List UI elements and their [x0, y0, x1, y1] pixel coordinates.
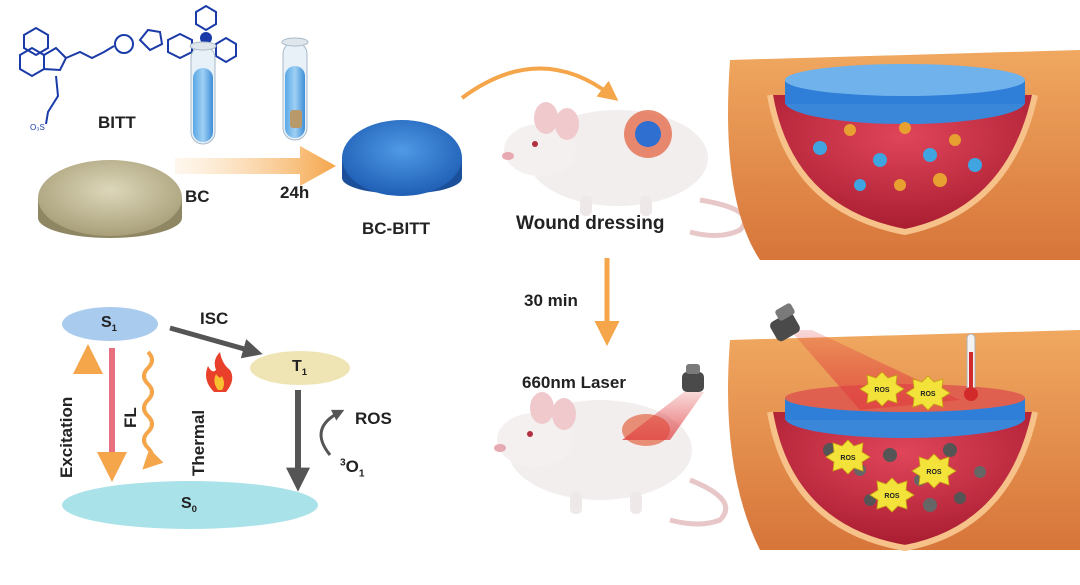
- ros-burst-icon: ROS: [825, 439, 871, 475]
- laser-label: 660nm Laser: [522, 373, 626, 392]
- t1-level: [250, 351, 350, 385]
- s1-level: [62, 307, 158, 341]
- oxygen-label: 3O1: [340, 457, 365, 480]
- svg-text:ROS: ROS: [874, 387, 890, 394]
- ros-burst-icon: ROS: [905, 375, 951, 411]
- bc-bitt-disc: [342, 120, 462, 196]
- svg-text:ROS: ROS: [926, 469, 942, 476]
- mouse-icon: [502, 102, 748, 238]
- svg-text:ROS: ROS: [840, 455, 856, 462]
- ros-burst-icon: ROS: [911, 453, 957, 489]
- bc-disc: [38, 160, 182, 238]
- thermal-wave-arrow: [142, 350, 164, 470]
- svg-text:ROS: ROS: [884, 493, 900, 500]
- laser-icon: [622, 364, 704, 440]
- synthesis-arrow: [175, 146, 336, 186]
- ros-burst-icon: ROS: [859, 371, 905, 407]
- flame-icon: [206, 352, 233, 392]
- test-tube-icon: [189, 41, 217, 145]
- svg-text:O₃S: O₃S: [30, 123, 45, 132]
- s0-level: [62, 481, 318, 529]
- s0-label: S0: [181, 495, 198, 516]
- ros-label: ROS: [355, 409, 392, 428]
- laser-icon: [770, 303, 800, 342]
- mouse-icon: [494, 392, 729, 527]
- s1-label: S1: [101, 314, 118, 335]
- bc-label: BC: [185, 187, 210, 206]
- t1-label: T1: [292, 358, 308, 379]
- time-24h-label: 24h: [280, 183, 310, 202]
- thermal-label: Thermal: [189, 409, 208, 476]
- test-tube-icon: [281, 37, 309, 141]
- ros-generation-arrow: [319, 409, 345, 456]
- svg-text:ROS: ROS: [920, 391, 936, 398]
- curved-arrow: [460, 66, 619, 101]
- wound-dressing-label: Wound dressing: [516, 213, 665, 234]
- ros-burst-icon: ROS: [869, 477, 915, 513]
- time-30min-label: 30 min: [524, 291, 578, 310]
- excitation-label: Excitation: [57, 396, 76, 478]
- thermometer-icon: [964, 333, 978, 401]
- isc-label: ISC: [200, 309, 229, 328]
- wound-panel-bottom: [728, 330, 1080, 552]
- wound-panel-top: [728, 50, 1080, 260]
- bitt-label: BITT: [98, 113, 136, 132]
- isc-arrow: [169, 325, 263, 359]
- fl-label: FL: [121, 407, 140, 428]
- bc-bitt-label: BC-BITT: [362, 219, 430, 238]
